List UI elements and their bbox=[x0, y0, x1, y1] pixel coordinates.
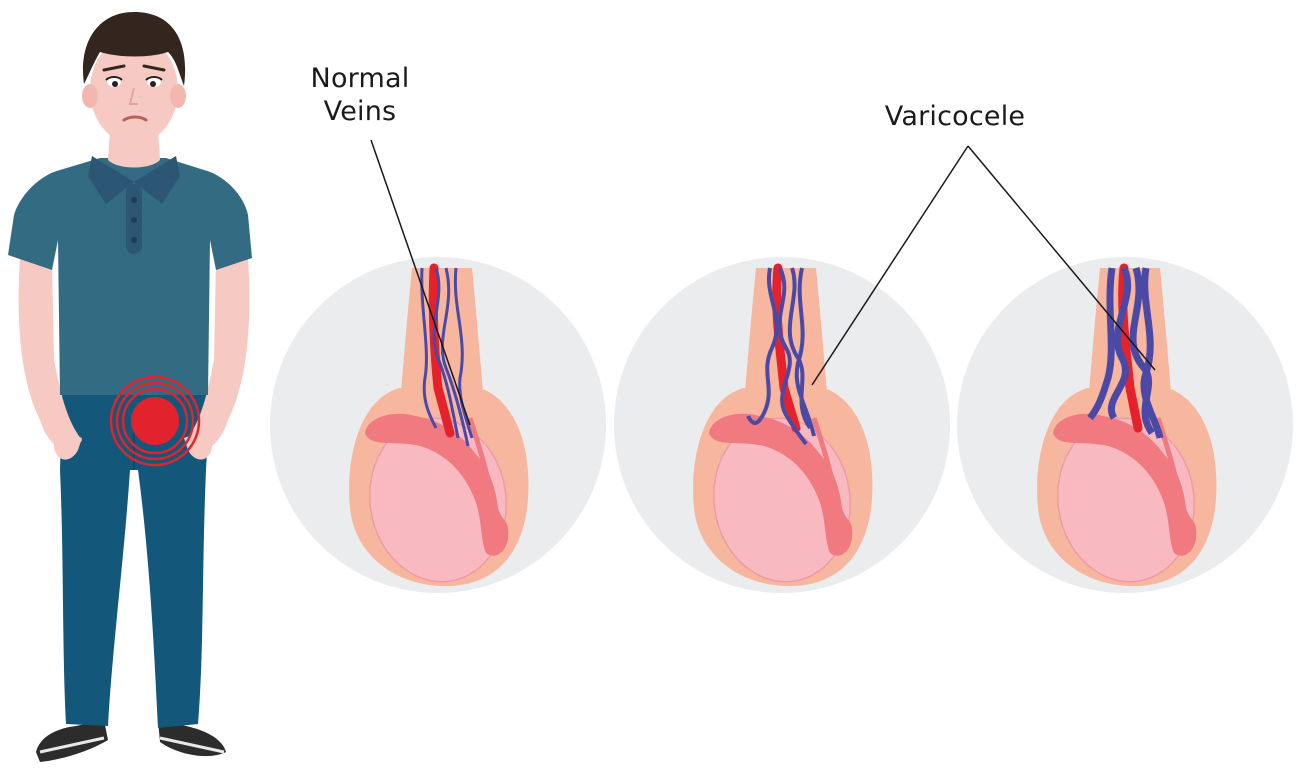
label-normal-line1: Normal bbox=[300, 62, 420, 95]
label-normal-line2: Veins bbox=[300, 95, 420, 128]
label-normal-veins: Normal Veins bbox=[300, 62, 420, 128]
man-figure bbox=[8, 12, 252, 762]
label-varicocele: Varicocele bbox=[870, 100, 1040, 133]
pain-indicator bbox=[111, 377, 199, 465]
